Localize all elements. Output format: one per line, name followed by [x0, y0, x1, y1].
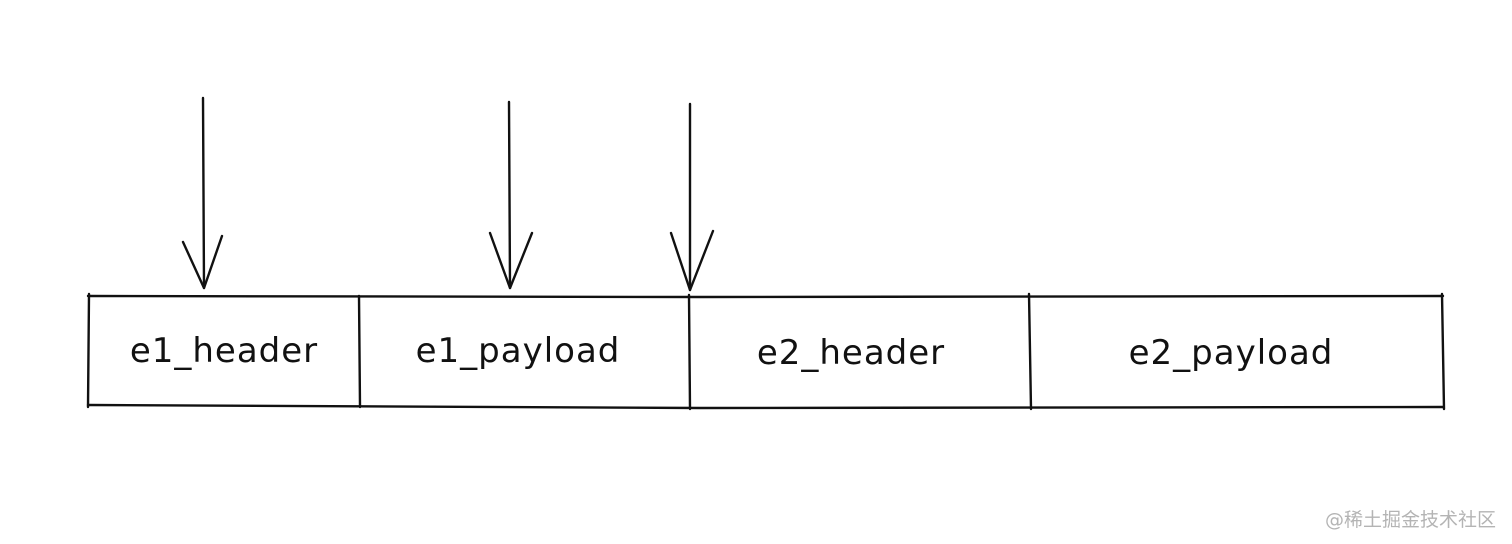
divider-1 — [357, 294, 362, 409]
cell-label-e2-payload: e2_payload — [1129, 333, 1334, 373]
arrow-to-e1-header — [181, 96, 224, 290]
cell-dividers — [357, 292, 1033, 411]
watermark-text: @稀土掘金技术社区 — [1324, 509, 1496, 531]
cell-label-e1-payload: e1_payload — [416, 331, 621, 371]
arrow-shaft — [201, 96, 206, 290]
arrow-shaft — [507, 100, 512, 290]
arrow-head — [181, 234, 224, 290]
arrow-head — [488, 231, 534, 290]
pointer-arrows — [181, 96, 715, 292]
arrow-head — [669, 229, 715, 292]
arrow-to-e2-header — [669, 102, 715, 292]
cell-label-e2-header: e2_header — [757, 333, 945, 373]
buffer-bottom-edge — [86, 403, 1445, 410]
divider-2 — [687, 293, 692, 411]
buffer-top-edge — [86, 294, 1445, 299]
buffer-right-edge — [1440, 292, 1446, 411]
cell-label-e1-header: e1_header — [130, 331, 318, 371]
buffer-outline — [86, 292, 1446, 411]
divider-3 — [1027, 292, 1033, 411]
buffer-left-edge — [86, 292, 91, 409]
cell-labels: e1_header e1_payload e2_header e2_payloa… — [130, 331, 1334, 373]
arrow-to-e1-payload — [488, 100, 534, 290]
